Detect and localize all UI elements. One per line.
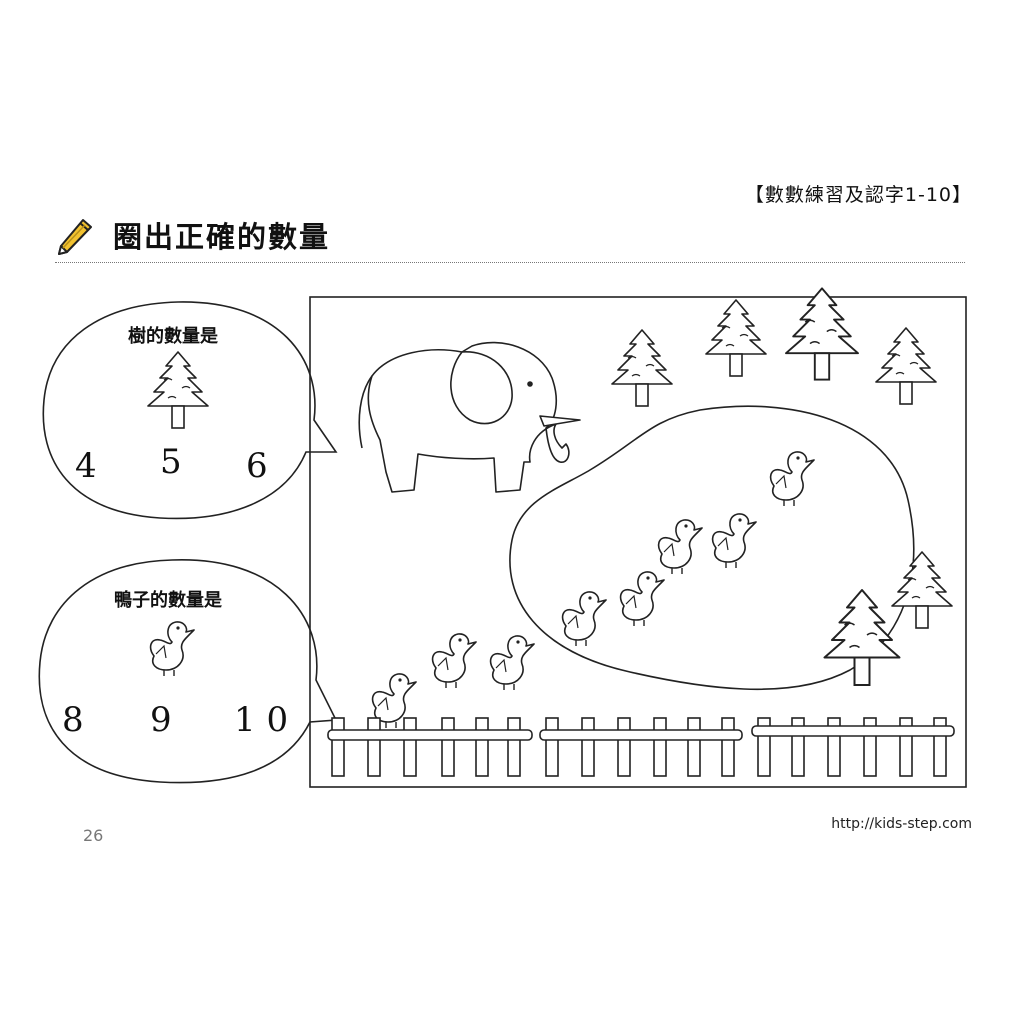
website-link[interactable]: http://kids-step.com	[831, 816, 972, 832]
pencil-icon	[58, 219, 92, 255]
tree-option-2[interactable]: 5	[160, 442, 182, 482]
duck-icon	[489, 635, 535, 691]
tree-icon	[611, 329, 673, 407]
page-title: 圈出正確的數量	[113, 220, 331, 254]
pond	[509, 405, 915, 691]
tree-icon	[875, 327, 937, 405]
title-row: 圈出正確的數量	[55, 212, 965, 263]
duck-question-label: 鴨子的數量是	[114, 590, 222, 611]
tree-option-1[interactable]: 4	[75, 446, 97, 486]
tree-icon	[785, 287, 859, 381]
page-number: 26	[83, 826, 104, 845]
fence-icon	[327, 717, 955, 777]
duck-question-bubble	[38, 559, 338, 784]
duck-option-3[interactable]: 1 0	[234, 700, 289, 740]
picture-frame	[309, 296, 967, 788]
duck-option-2[interactable]: 9	[150, 700, 172, 740]
tree-icon	[705, 299, 767, 377]
tree-option-3[interactable]: 6	[246, 446, 268, 486]
series-label: 【數數練習及認字1-10】	[744, 184, 972, 206]
tree-question-label: 樹的數量是	[128, 326, 218, 347]
duck-icon	[431, 633, 477, 689]
elephant-icon	[358, 341, 581, 493]
duck-option-1[interactable]: 8	[62, 700, 84, 740]
tree-question-bubble	[42, 301, 338, 520]
